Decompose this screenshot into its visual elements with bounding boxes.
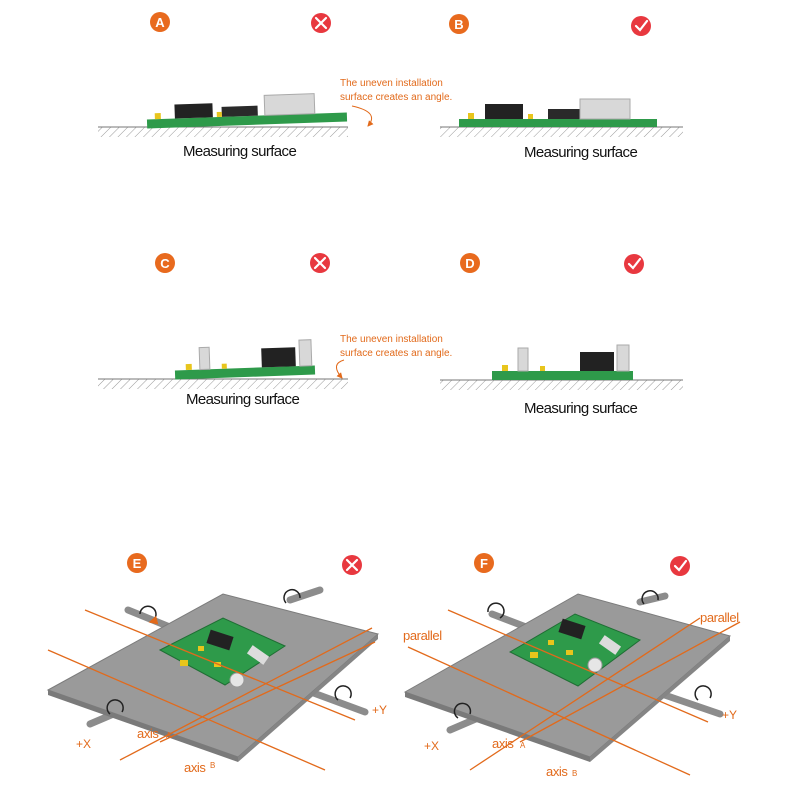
angle-arrow-a (351, 105, 374, 127)
axle-rod (286, 586, 324, 604)
panel-c: C Measuring surface The uneven installat… (98, 253, 452, 408)
panel-e: E +X +Y axis A a (46, 553, 387, 775)
badge-d-letter: D (465, 256, 474, 271)
pcb-board (158, 617, 287, 686)
axle-rod (636, 592, 669, 606)
x-circle-icon (311, 13, 331, 33)
badge-d (460, 253, 480, 273)
pcb-board (174, 339, 316, 380)
ground-hatch (98, 379, 348, 389)
axis-line-b (469, 617, 701, 771)
ground-hatch (98, 127, 348, 137)
plus-y-label: +Y (722, 708, 737, 722)
axis-line (159, 641, 376, 743)
axis-line (447, 609, 709, 723)
note-c-line2: surface creates an angle. (340, 348, 452, 359)
axis-b-label: axis (184, 760, 206, 775)
panel-a: A Measuring surface The uneven installat… (98, 12, 452, 160)
pcb-board (459, 98, 657, 127)
axis-line-a (407, 646, 691, 776)
rotation-arrow-icon (453, 702, 472, 719)
plus-y-label: +Y (372, 703, 387, 717)
plus-x-label: +X (76, 737, 91, 751)
axis-line (519, 621, 741, 743)
parallel-label-left: parallel (403, 628, 442, 643)
rotation-arrow-icon (487, 602, 505, 619)
badge-a (150, 12, 170, 32)
x-circle-icon (342, 555, 362, 575)
check-circle-icon (624, 254, 644, 274)
badge-e-letter: E (133, 556, 142, 571)
axis-a-label: axis (492, 736, 514, 751)
rotation-arrow-icon (283, 588, 301, 604)
note-a-line1: The uneven installation (340, 78, 443, 89)
panel-b: B Measuring surface (440, 14, 683, 161)
badge-b (449, 14, 469, 34)
axis-b-sub: B (210, 761, 215, 770)
check-circle-icon (631, 16, 651, 36)
rotation-arrow-icon (694, 685, 712, 701)
badge-e (127, 553, 147, 573)
pcb-board (146, 93, 348, 129)
check-circle-icon (670, 556, 690, 576)
panel-f: F parallel parallel +X (403, 553, 741, 779)
axis-line-b (119, 627, 373, 761)
badge-c (155, 253, 175, 273)
plus-x-label: +X (424, 739, 439, 753)
rotation-arrow-icon (334, 685, 352, 701)
axis-line (84, 609, 356, 721)
note-c-line1: The uneven installation (340, 334, 443, 345)
rotation-arrow-icon (641, 590, 659, 605)
surface-label-b: Measuring surface (524, 144, 637, 161)
surface-label-d: Measuring surface (524, 400, 637, 417)
badge-f-letter: F (480, 556, 488, 571)
parallel-label-right: parallel (700, 610, 739, 625)
ground-hatch (440, 380, 683, 390)
badge-b-letter: B (454, 17, 463, 32)
note-a-line2: surface creates an angle. (340, 92, 452, 103)
axis-b-label: axis (546, 764, 568, 779)
panel-d: D Measuring surface (440, 253, 683, 417)
badge-c-letter: C (160, 256, 170, 271)
angle-arrow-c (336, 359, 345, 379)
rotation-arrow-icon (139, 605, 159, 625)
ground-hatch (440, 127, 683, 137)
axis-a-sub: A (166, 731, 172, 740)
axis-a-sub: A (520, 741, 526, 750)
pcb-board (492, 344, 633, 380)
axis-line-a (47, 649, 326, 771)
rotation-arrow-icon (106, 699, 124, 715)
x-circle-icon (310, 253, 330, 273)
pcb-board (508, 613, 642, 687)
badge-f (474, 553, 494, 573)
axis-b-sub: B (572, 769, 577, 778)
badge-a-letter: A (155, 15, 165, 30)
axis-a-label: axis (137, 726, 159, 741)
surface-label-a: Measuring surface (183, 143, 296, 160)
surface-label-c: Measuring surface (186, 391, 299, 408)
